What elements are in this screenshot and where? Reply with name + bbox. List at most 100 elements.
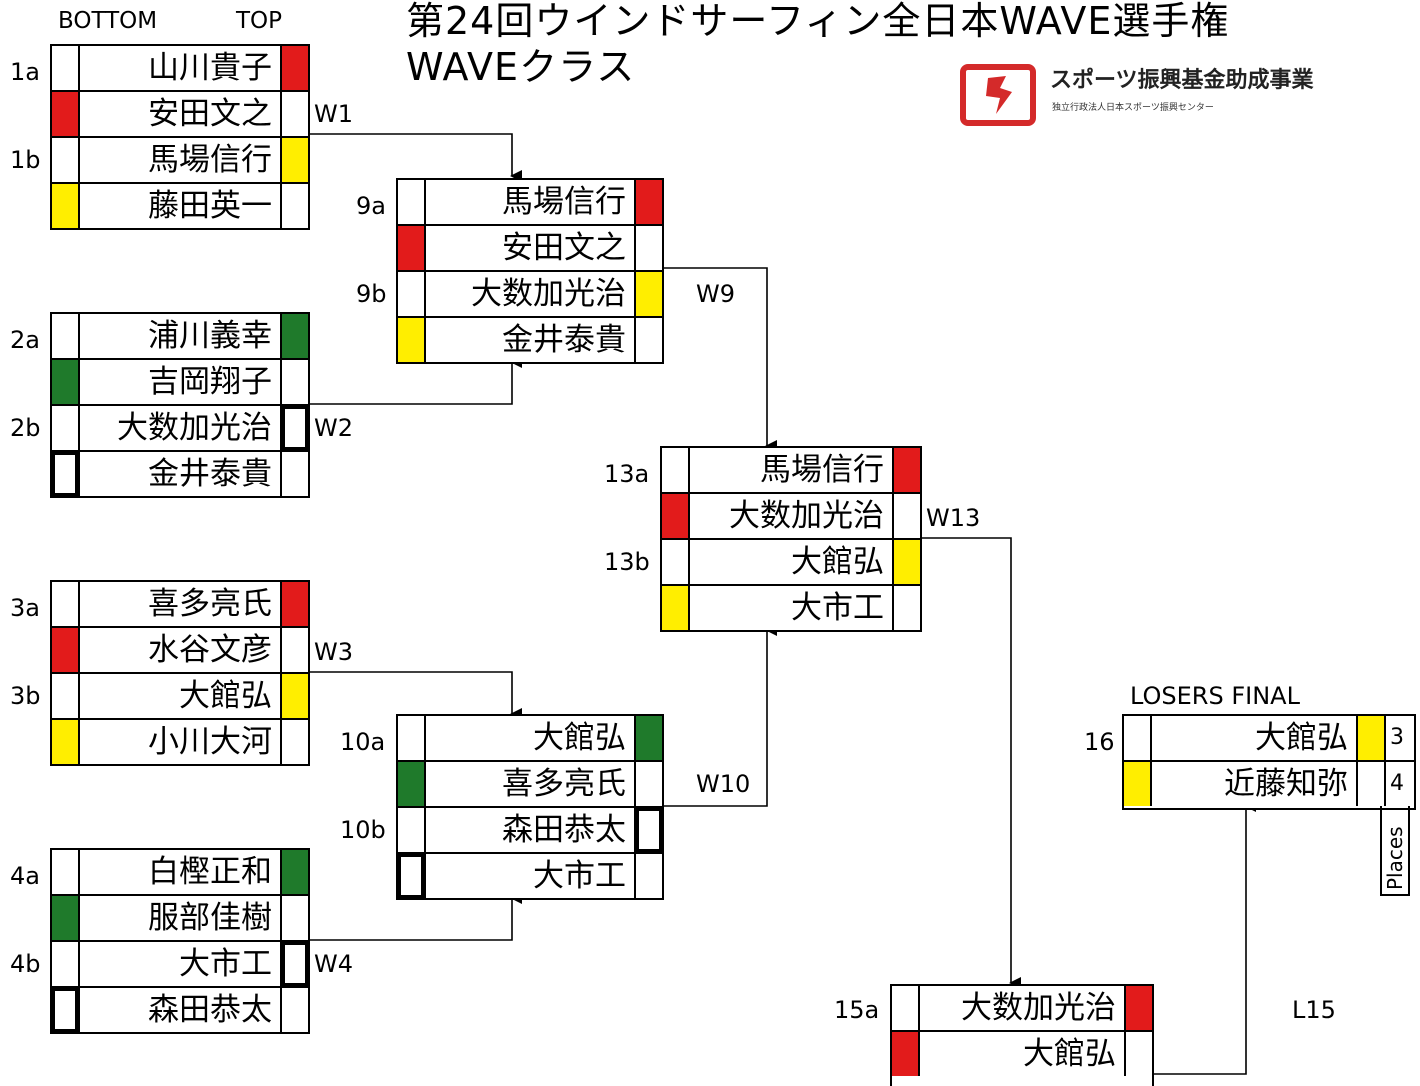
heat-3-table: 喜多亮氏水谷文彦大館弘小川大河 — [50, 580, 310, 766]
competitor-name: 吉岡翔子 — [148, 364, 272, 400]
heat-13b-label: 13b — [604, 548, 650, 576]
bottom-color-marker — [892, 1032, 920, 1076]
heat-row: 大市工 — [52, 942, 308, 988]
competitor-name: 金井泰貴 — [502, 322, 626, 358]
bottom-color-marker — [662, 448, 690, 492]
heat-2a-label: 2a — [10, 326, 40, 354]
heat-3a-label: 3a — [10, 594, 40, 622]
heat-row: 大館弘 — [662, 540, 920, 586]
top-color-marker — [892, 586, 920, 630]
top-color-marker — [280, 942, 308, 986]
heat-row: 大市工 — [662, 586, 920, 630]
heat-row: 喜多亮氏 — [52, 582, 308, 628]
bottom-color-marker — [52, 184, 80, 228]
heat-row: 馬場信行 — [52, 138, 308, 184]
heat-row: 藤田英一 — [52, 184, 308, 228]
competitor-name: 大数加光治 — [117, 410, 272, 446]
competitor-name: 森田恭太 — [502, 812, 626, 848]
bottom-color-marker — [398, 762, 426, 806]
competitor-name: 大館弘 — [179, 678, 272, 714]
top-color-marker — [280, 850, 308, 894]
top-color-marker — [280, 184, 308, 228]
competitor-name: 大数加光治 — [729, 498, 884, 534]
competitor-name: 安田文之 — [148, 96, 272, 132]
bottom-color-marker — [892, 986, 920, 1030]
bottom-color-marker — [398, 272, 426, 316]
bottom-color-marker — [52, 582, 80, 626]
competitor-name: 小川大河 — [148, 724, 272, 760]
top-color-marker — [634, 180, 662, 224]
top-color-marker — [280, 988, 308, 1032]
heat-15a-label: 15a — [834, 996, 880, 1024]
bottom-color-marker — [52, 314, 80, 358]
competitor-name: 大市工 — [791, 590, 884, 626]
heat-row: 大館弘 — [398, 716, 662, 762]
top-color-marker — [1124, 986, 1152, 1030]
top-color-marker — [280, 138, 308, 182]
heat-2b-label: 2b — [10, 414, 41, 442]
bottom-color-marker — [52, 138, 80, 182]
connector-w1 — [308, 133, 522, 182]
winner-w10-label: W10 — [696, 770, 751, 798]
connector-l15 — [1152, 800, 1256, 1075]
heat-row: 森田恭太 — [398, 808, 662, 854]
bottom-color-marker — [398, 318, 426, 362]
winner-w13-label: W13 — [926, 504, 981, 532]
competitor-name: 安田文之 — [502, 230, 626, 266]
bottom-color-marker — [52, 988, 80, 1032]
bottom-color-marker — [398, 180, 426, 224]
heat-row: 服部佳樹 — [52, 896, 308, 942]
heat-row: 白樫正和 — [52, 850, 308, 896]
bottom-color-marker — [398, 716, 426, 760]
bottom-color-marker — [52, 850, 80, 894]
heat-row: 大市工 — [398, 854, 662, 898]
heat-row: 馬場信行 — [398, 180, 662, 226]
heat-1-table: 山川貴子安田文之馬場信行藤田英一 — [50, 44, 310, 230]
top-color-marker — [634, 716, 662, 760]
bottom-color-marker — [52, 628, 80, 672]
competitor-name: 大館弘 — [791, 544, 884, 580]
heat-row: 大館弘 — [892, 1032, 1152, 1076]
top-color-marker — [280, 674, 308, 718]
heat-9a-label: 9a — [356, 192, 386, 220]
bottom-color-marker — [52, 452, 80, 496]
competitor-name: 山川貴子 — [148, 50, 272, 86]
bottom-color-marker — [52, 92, 80, 136]
bottom-header: BOTTOM — [58, 8, 158, 34]
heat-row: 大数加光治 — [892, 986, 1152, 1032]
competitor-name: 大数加光治 — [471, 276, 626, 312]
competitor-name: 大館弘 — [533, 720, 626, 756]
heat-4-table: 白樫正和服部佳樹大市工森田恭太 — [50, 848, 310, 1034]
competitor-name: 服部佳樹 — [148, 900, 272, 936]
heat-row: 喜多亮氏 — [398, 762, 662, 808]
heat-row: 馬場信行 — [662, 448, 920, 494]
top-color-marker — [634, 808, 662, 852]
competitor-name: 馬場信行 — [760, 452, 884, 488]
winner-w3-label: W3 — [314, 638, 353, 666]
event-title: 第24回ウインドサーフィン全日本WAVE選手権 — [406, 0, 1230, 43]
top-color-marker — [634, 762, 662, 806]
heat-4a-label: 4a — [10, 862, 40, 890]
competitor-name: 水谷文彦 — [148, 632, 272, 668]
top-color-marker — [634, 318, 662, 362]
bottom-color-marker — [52, 674, 80, 718]
competitor-name: 大市工 — [179, 946, 272, 982]
bracket-connectors — [308, 133, 1256, 1075]
competitor-name: 藤田英一 — [148, 188, 272, 224]
bottom-color-marker — [662, 586, 690, 630]
top-color-marker — [280, 360, 308, 404]
competitor-name: 大館弘 — [1023, 1036, 1116, 1072]
competitor-name: 大館弘 — [1255, 720, 1348, 756]
heat-row: 吉岡翔子 — [52, 360, 308, 406]
place-number: 3 — [1384, 716, 1420, 760]
heat-row: 水谷文彦 — [52, 628, 308, 674]
top-color-marker — [280, 314, 308, 358]
heat-row: 大数加光治 — [52, 406, 308, 452]
top-color-marker — [1356, 762, 1384, 806]
losers-final-title: LOSERS FINAL — [1130, 682, 1300, 710]
connector-w9 — [662, 267, 777, 452]
bottom-color-marker — [662, 494, 690, 538]
competitor-name: 馬場信行 — [502, 184, 626, 220]
